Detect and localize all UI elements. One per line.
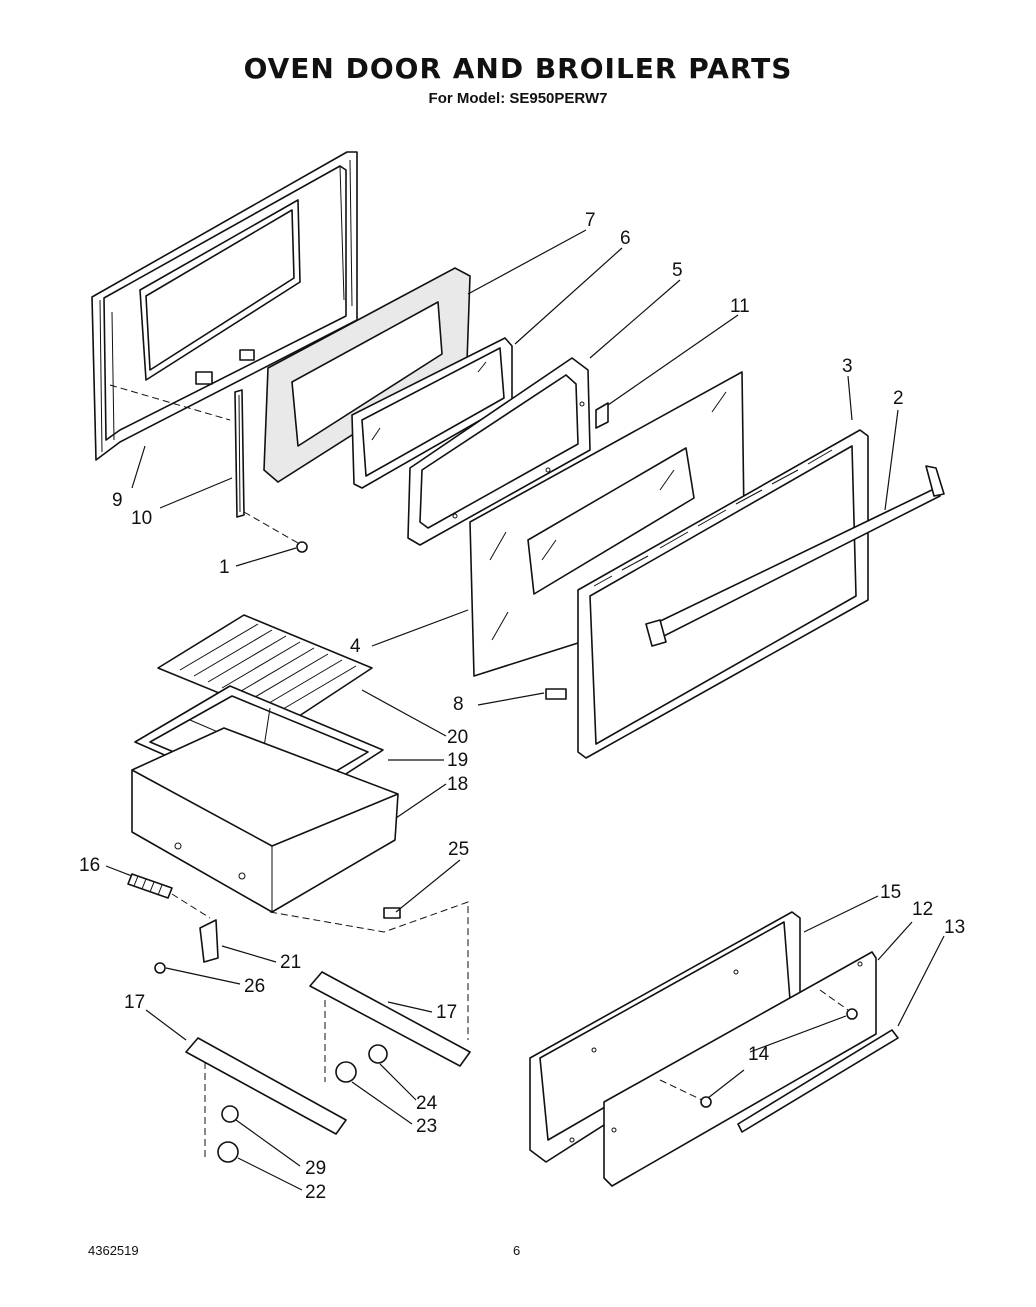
- callout-13: 13: [944, 917, 965, 938]
- part-22-roller: [217, 1141, 239, 1163]
- callout-18: 18: [447, 774, 468, 795]
- callout-8: 8: [453, 694, 464, 715]
- callout-11: 11: [730, 296, 750, 317]
- callout-9: 9: [112, 490, 123, 511]
- part-2-handle: [645, 465, 945, 647]
- part-5-retainer-frame: [407, 357, 591, 546]
- part-23-roller: [335, 1061, 357, 1083]
- part-29-bushing: [221, 1105, 239, 1123]
- part-14-fasteners: [659, 989, 858, 1108]
- callout-15: 15: [880, 882, 901, 903]
- callout-17-right: 17: [436, 1002, 457, 1023]
- callout-14: 14: [748, 1044, 770, 1065]
- part-16-spring: [127, 873, 211, 919]
- part-21-latch: [199, 919, 219, 963]
- callout-1: 1: [219, 557, 230, 578]
- part-11-clip: [595, 402, 609, 429]
- part-12-drawer-panel: [603, 951, 877, 1187]
- callout-26: 26: [244, 976, 265, 997]
- callout-17-left: 17: [124, 992, 145, 1013]
- callout-12: 12: [912, 899, 933, 920]
- page-number: 6: [513, 1243, 521, 1258]
- part-8-pin: [545, 688, 567, 700]
- callout-23: 23: [416, 1116, 437, 1137]
- callout-21: 21: [280, 952, 301, 973]
- callout-20: 20: [447, 727, 468, 748]
- callout-6: 6: [620, 228, 631, 249]
- leader-lines: [105, 229, 945, 1191]
- callout-4: 4: [350, 636, 361, 657]
- part-10-hinge-channel: [234, 389, 245, 518]
- callout-3: 3: [842, 356, 853, 377]
- model-subtitle: For Model: SE950PERW7: [428, 90, 608, 107]
- part-24-bushing: [368, 1044, 388, 1064]
- part-26-screw: [154, 962, 166, 974]
- callout-24: 24: [416, 1093, 438, 1114]
- part-17-rail-upper: [309, 971, 471, 1082]
- callout-16: 16: [79, 855, 100, 876]
- callout-19: 19: [447, 750, 468, 771]
- document-number: 4362519: [88, 1243, 139, 1258]
- part-13-drawer-handle: [737, 1029, 899, 1133]
- part-1-screw: [243, 511, 308, 553]
- callout-29: 29: [305, 1158, 326, 1179]
- callout-7: 7: [585, 210, 596, 231]
- callout-25: 25: [448, 839, 469, 860]
- part-18-broiler-pan: [131, 727, 399, 913]
- callout-10: 10: [131, 508, 152, 529]
- part-25-clip: [269, 901, 469, 1040]
- callout-2: 2: [893, 388, 904, 409]
- callout-5: 5: [672, 260, 683, 281]
- page-title: OVEN DOOR AND BROILER PARTS: [243, 52, 793, 85]
- part-17-rail-lower: [185, 1037, 347, 1160]
- callout-22: 22: [305, 1182, 326, 1203]
- callout-labels: 7 6 5 11 3 2 9 10 1 4 8 20 19 18 16 25 2…: [79, 210, 965, 1203]
